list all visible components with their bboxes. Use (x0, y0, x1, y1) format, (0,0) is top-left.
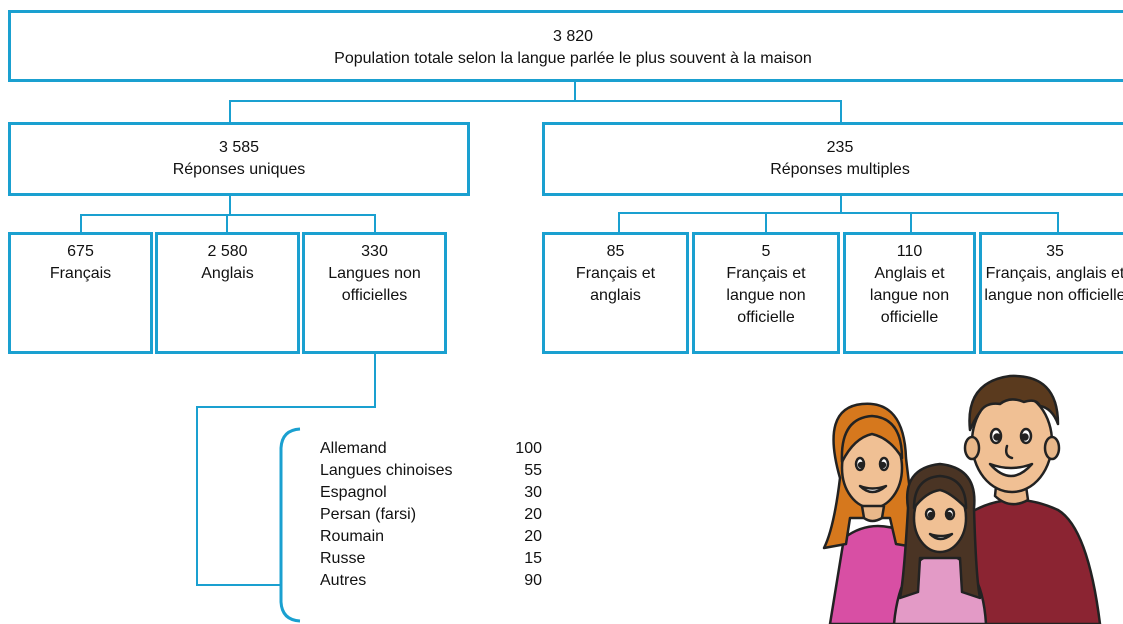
family-illustration (822, 374, 1102, 624)
connector-multiple-down (840, 196, 842, 214)
non-official-number: 330 (361, 243, 388, 260)
en-nonoff-label: Anglais et langue non officielle (869, 265, 950, 326)
single-responses-box: 3 585 Réponses uniques (8, 122, 470, 196)
multiple-responses-box: 235 Réponses multiples (542, 122, 1123, 196)
anglais-box: 2 580 Anglais (155, 232, 300, 354)
root-box: 3 820 Population totale selon la langue … (8, 10, 1123, 82)
connector-single-horizontal (80, 214, 376, 216)
fr-en-box: 85 Français et anglais (542, 232, 689, 354)
fr-nonoff-label: Français et langue non officielle (726, 265, 806, 326)
fr-en-nonoff-number: 35 (1046, 243, 1064, 260)
connector-to-anglais (226, 214, 228, 232)
connector-root-down (574, 80, 576, 102)
connector-to-en-nonoff (910, 212, 912, 232)
multiple-label: Réponses multiples (770, 161, 910, 178)
connector-to-multiple (840, 100, 842, 122)
anglais-label: Anglais (201, 265, 254, 282)
list-item: Persan (farsi)20 (320, 506, 542, 523)
fr-nonoff-number: 5 (761, 243, 771, 260)
connector-to-fr-en (618, 212, 620, 232)
francais-label: Français (49, 265, 112, 282)
connector-to-non-officielles (374, 214, 376, 232)
anglais-number: 2 580 (207, 243, 248, 260)
fr-en-label: Français et anglais (575, 265, 656, 304)
connector-multiple-horizontal (618, 212, 1059, 214)
connector-root-horizontal (229, 100, 842, 102)
single-number: 3 585 (218, 139, 260, 156)
connector-single-down (229, 196, 231, 216)
connector-to-fr-nonoff (765, 212, 767, 232)
connector-nonoff-down (374, 354, 376, 408)
single-label: Réponses uniques (172, 161, 306, 178)
connector-to-single (229, 100, 231, 122)
multiple-number: 235 (826, 139, 854, 156)
fr-nonoff-box: 5 Français et langue non officielle (692, 232, 840, 354)
root-label: Population totale selon la langue parlée… (334, 50, 812, 67)
connector-nonoff-vertical (196, 406, 198, 586)
list-bracket (279, 427, 301, 623)
francais-number: 675 (67, 243, 94, 260)
connector-nonoff-horizontal (196, 406, 376, 408)
fr-en-nonoff-box: 35 Français, anglais et langue non offic… (979, 232, 1123, 354)
non-official-label: Langues non officielles (328, 265, 421, 304)
en-nonoff-number: 110 (896, 243, 923, 260)
connector-nonoff-to-list (196, 584, 280, 586)
en-nonoff-box: 110 Anglais et langue non officielle (843, 232, 976, 354)
non-official-box: 330 Langues non officielles (302, 232, 447, 354)
connector-to-fr-en-nonoff (1057, 212, 1059, 232)
connector-to-francais (80, 214, 82, 232)
fr-en-number: 85 (606, 243, 625, 260)
francais-box: 675 Français (8, 232, 153, 354)
fr-en-nonoff-label: Français, anglais et langue non officiel… (984, 265, 1123, 304)
root-number: 3 820 (552, 28, 594, 45)
